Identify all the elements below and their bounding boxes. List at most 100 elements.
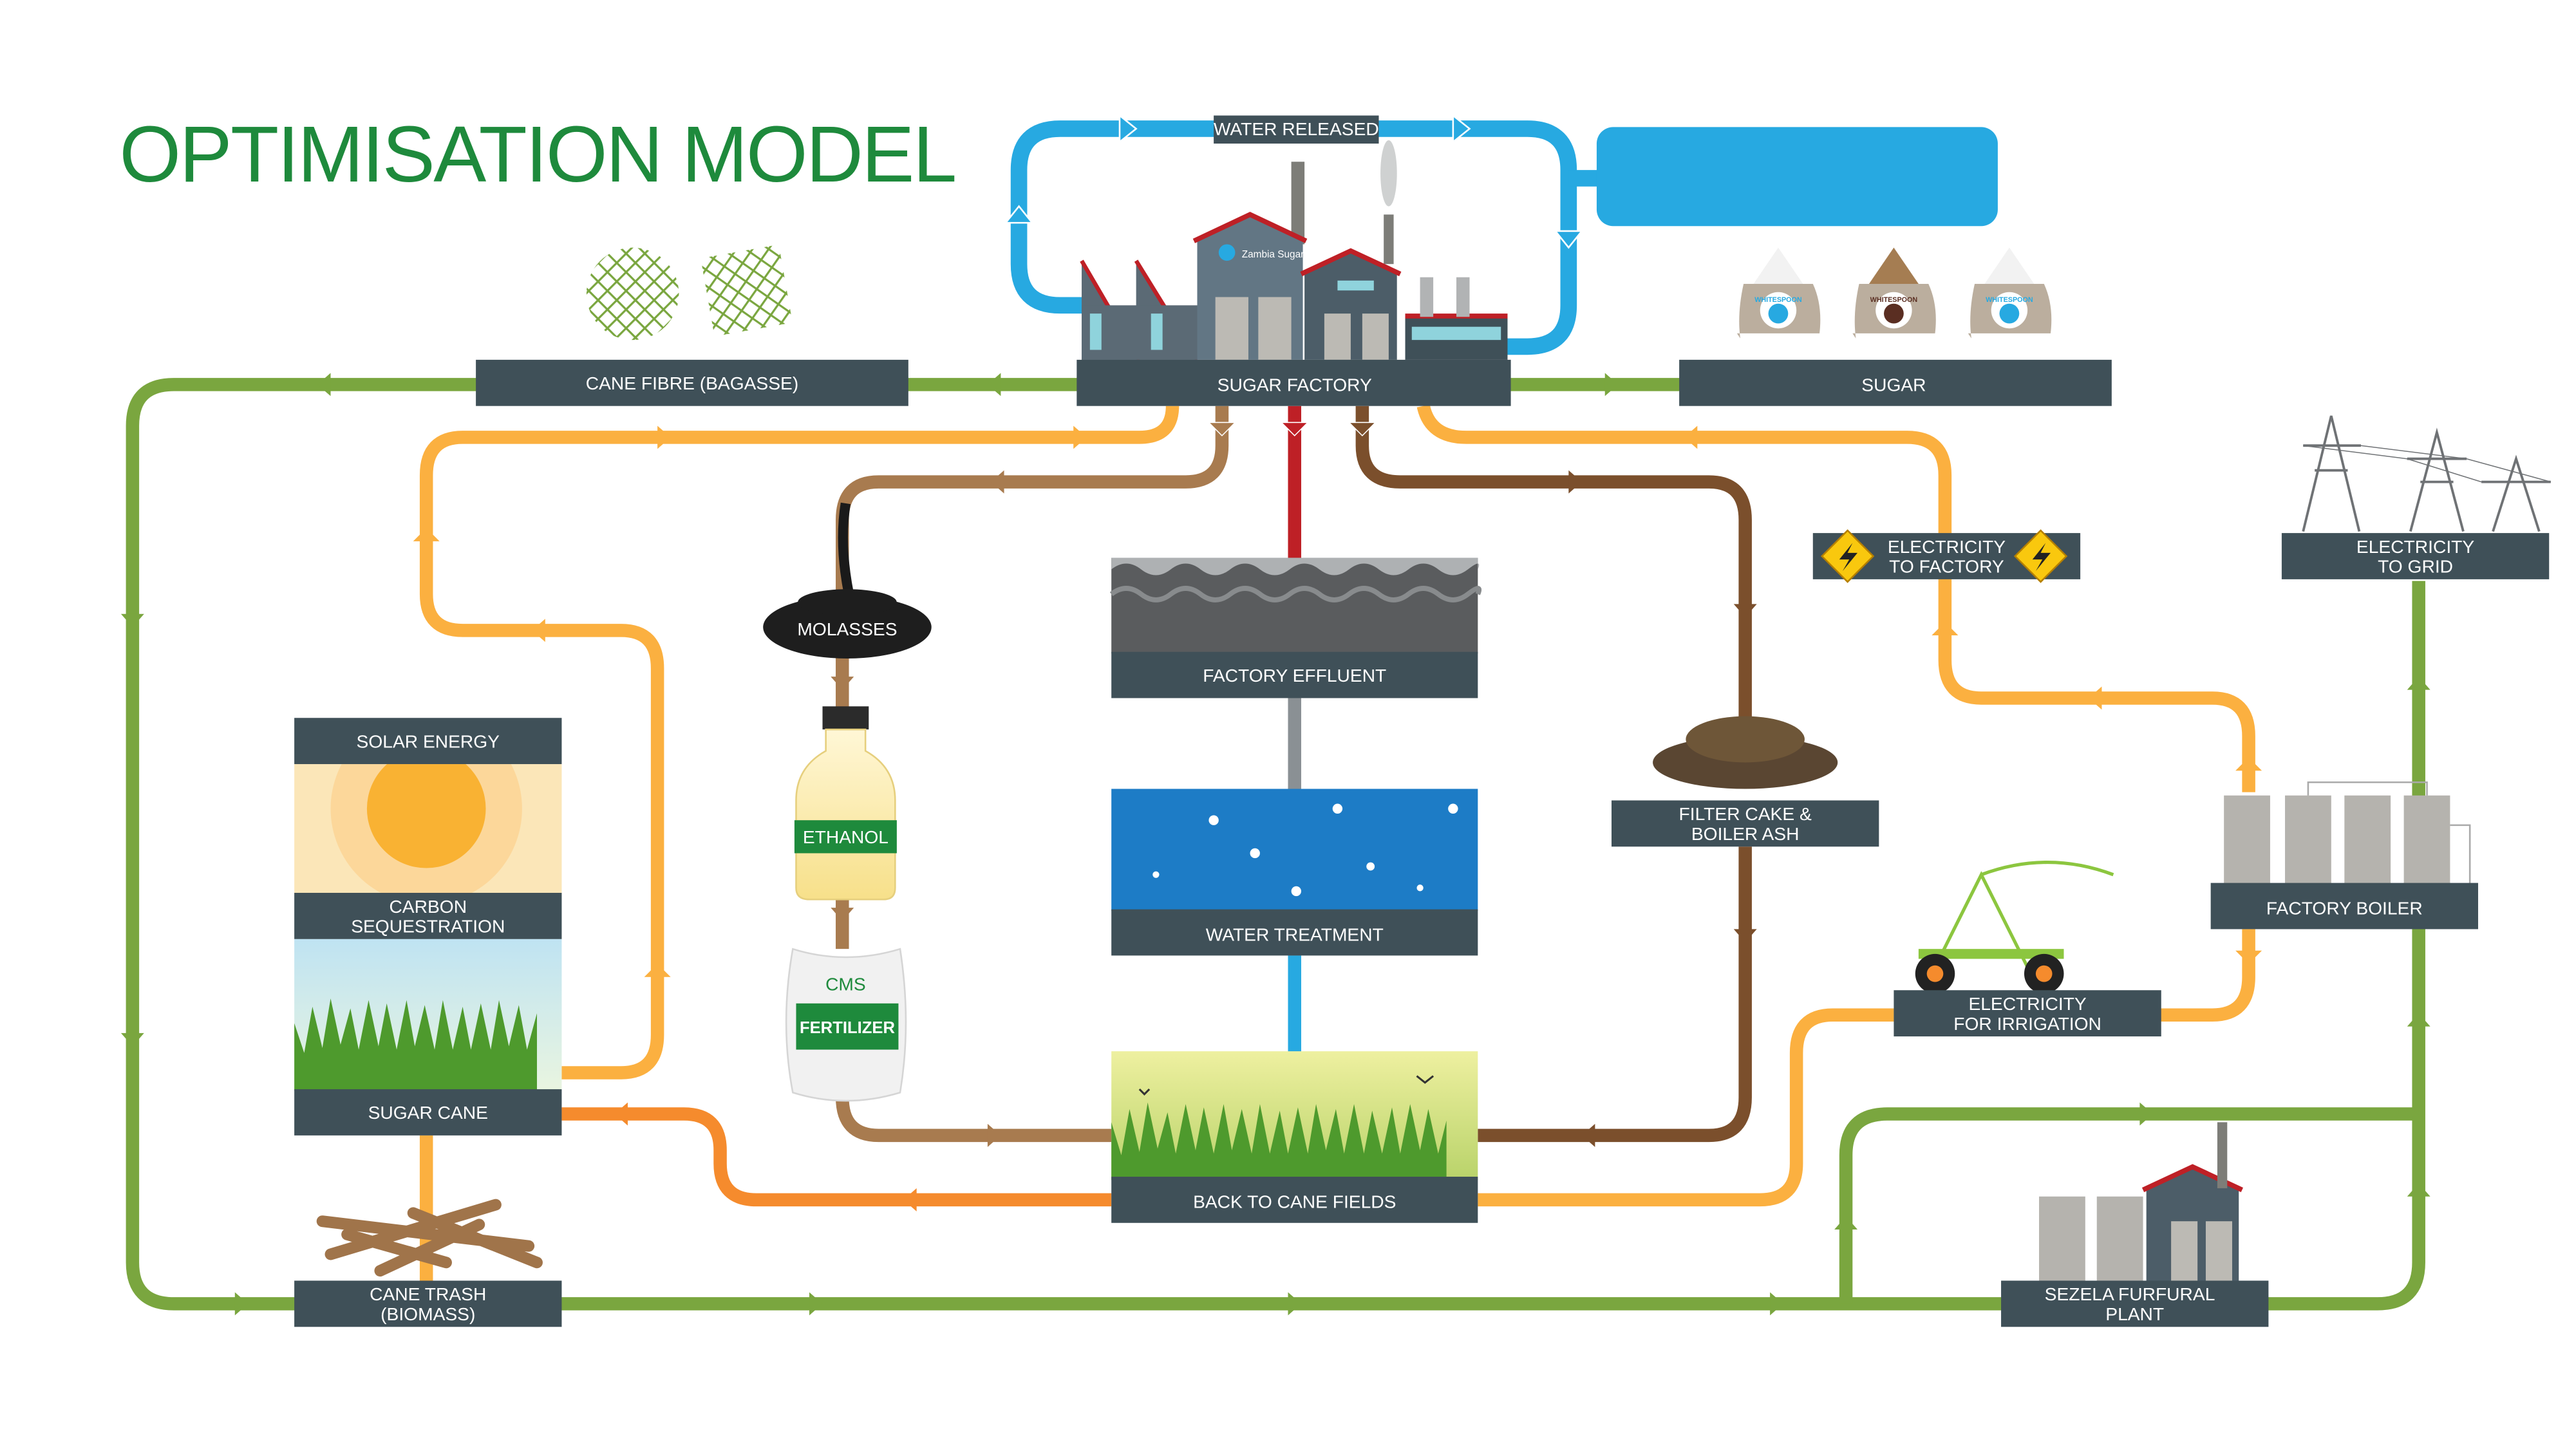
sezela-furfural-line2: PLANT xyxy=(2105,1304,2164,1324)
arrow-left-icon xyxy=(987,373,1001,397)
arrow-left-icon xyxy=(1684,425,1698,449)
water-output-box xyxy=(1596,127,1998,227)
water-treatment-image xyxy=(1111,789,1478,911)
arrow-down-icon xyxy=(831,677,854,690)
ethanol-label-group: ETHANOL xyxy=(794,820,897,854)
water-treatment-label: WATER TREATMENT xyxy=(1206,924,1384,944)
arrow-right-icon xyxy=(1073,425,1087,449)
arrow-down-icon xyxy=(1733,929,1757,942)
arrow-up-icon xyxy=(2407,1183,2430,1197)
arrow-right-icon xyxy=(1568,470,1582,494)
factory-effluent-image xyxy=(1109,557,1482,654)
molasses-puddle-icon xyxy=(763,502,932,659)
factory-brand: Zambia Sugar xyxy=(1242,249,1304,260)
arrow-up-icon xyxy=(2235,757,2262,771)
cane-trash-line1: CANE TRASH xyxy=(370,1284,486,1304)
cane-fibre-node[interactable]: CANE FIBRE (BAGASSE) xyxy=(476,359,908,406)
filter-cake-node[interactable]: FILTER CAKE & BOILER ASH xyxy=(1612,800,1879,847)
grass-icon xyxy=(1111,1102,1447,1181)
filter-cake-label-line2: BOILER ASH xyxy=(1691,823,1800,844)
arrow-down-icon xyxy=(1733,604,1757,617)
sugar-node[interactable]: SUGAR xyxy=(1679,359,2112,406)
ethanol-label: ETHANOL xyxy=(803,827,888,847)
bird-icon xyxy=(1138,1075,1434,1096)
arrow-left-icon xyxy=(614,1102,628,1126)
sezela-furfural-plant-node[interactable]: SEZELA FURFURAL PLANT xyxy=(2001,1280,2269,1327)
arrow-right-icon xyxy=(1288,1292,1302,1316)
filter-cake-pile-icon xyxy=(1653,716,1838,789)
factory-boiler-node[interactable]: FACTORY BOILER xyxy=(2210,883,2478,930)
molasses-label: MOLASSES xyxy=(797,619,897,639)
sugar-cane-node[interactable]: SUGAR CANE xyxy=(294,1089,562,1136)
arrow-up-icon xyxy=(1932,622,1959,636)
arrow-up-icon xyxy=(2407,1013,2430,1027)
sugar-cane-label: SUGAR CANE xyxy=(368,1102,488,1123)
arrow-down-icon xyxy=(1280,422,1310,436)
arrow-up-icon xyxy=(1834,1216,1858,1230)
arrow-down-icon xyxy=(1207,422,1237,436)
arrow-right-icon xyxy=(809,1292,823,1316)
arrow-down-icon xyxy=(2235,950,2262,964)
arrow-right-icon xyxy=(1604,373,1619,397)
factory-icon: Zambia Sugar xyxy=(1080,140,1508,361)
electricity-for-irrigation-line1: ELECTRICITY xyxy=(1968,993,2086,1014)
arrow-up-icon xyxy=(1004,205,1034,224)
cane-fields-image xyxy=(1111,1051,1478,1181)
sugar-factory-label: SUGAR FACTORY xyxy=(1217,375,1372,395)
cane-trash-line2: (BIOMASS) xyxy=(381,1304,475,1324)
arrow-right-icon xyxy=(657,425,671,449)
electricity-for-irrigation-line2: FOR IRRIGATION xyxy=(1953,1013,2101,1034)
orange-energy-flows xyxy=(413,404,2262,1281)
arrow-down-icon xyxy=(120,1033,144,1047)
arrow-down-icon xyxy=(831,908,854,921)
cane-trash-node[interactable]: CANE TRASH (BIOMASS) xyxy=(294,1280,562,1327)
fertilizer-brand: CMS xyxy=(825,973,866,994)
wave-icon xyxy=(1111,557,1480,575)
filter-cake-label-line1: FILTER CAKE & xyxy=(1679,803,1812,824)
lightning-warning-icon xyxy=(1820,529,1875,583)
sezela-furfural-line1: SEZELA FURFURAL xyxy=(2045,1284,2215,1304)
lightning-warning-icon xyxy=(2013,529,2068,583)
arrow-left-icon xyxy=(991,470,1004,494)
electricity-to-grid-node[interactable]: ELECTRICITY TO GRID xyxy=(2281,533,2550,579)
water-treatment-node[interactable]: WATER TREATMENT xyxy=(1111,909,1478,956)
cane-fibre-label: CANE FIBRE (BAGASSE) xyxy=(586,373,799,393)
arrow-left-icon xyxy=(1581,1123,1595,1147)
electricity-to-factory-node[interactable]: ELECTRICITY TO FACTORY xyxy=(1812,529,2081,583)
fertilizer-label: FERTILIZER xyxy=(800,1019,895,1037)
factory-boiler-label: FACTORY BOILER xyxy=(2266,897,2423,918)
arrow-right-icon xyxy=(234,1292,249,1316)
bagasse-mesh-icon xyxy=(586,244,793,341)
sugar-bag-icon: WHITESPOON WHITESPOON WHITESPOON xyxy=(1736,247,2052,339)
arrow-right-icon xyxy=(1770,1292,1783,1316)
irrigation-pivot-icon xyxy=(1915,861,2114,994)
back-to-cane-fields-node[interactable]: BACK TO CANE FIELDS xyxy=(1111,1176,1478,1223)
water-released-text: WATER RELEASED xyxy=(1214,118,1379,139)
page-title: OPTIMISATION MODEL xyxy=(119,111,955,199)
ethanol-bottle-icon xyxy=(795,706,896,901)
arrow-up-icon xyxy=(2407,677,2430,690)
carbon-sequestration-node[interactable]: CARBON SEQUESTRATION xyxy=(294,893,562,939)
sugar-factory-node[interactable]: SUGAR FACTORY xyxy=(1076,359,1511,406)
arrow-up-icon xyxy=(644,964,671,977)
electricity-to-factory-line1: ELECTRICITY xyxy=(1888,536,2006,557)
sugar-bag-brand: WHITESPOON xyxy=(1986,296,2033,304)
sugar-bag-brand: WHITESPOON xyxy=(1754,296,1802,304)
arrow-right-icon xyxy=(987,1123,1001,1147)
arrow-left-icon xyxy=(532,619,545,642)
electricity-to-grid-line1: ELECTRICITY xyxy=(2356,536,2474,557)
solar-energy-node[interactable]: SOLAR ENERGY xyxy=(294,718,562,765)
electricity-for-irrigation-node[interactable]: ELECTRICITY FOR IRRIGATION xyxy=(1894,990,2161,1037)
arrow-down-icon xyxy=(120,613,144,628)
electricity-to-grid-line2: TO GRID xyxy=(2378,556,2453,577)
arrow-up-icon xyxy=(413,528,440,541)
sugar-bag-brand: WHITESPOON xyxy=(1870,296,1918,304)
power-pylon-icon xyxy=(2302,415,2551,532)
factory-effluent-node[interactable]: FACTORY EFFLUENT xyxy=(1111,651,1478,698)
arrow-down-icon xyxy=(1554,230,1584,249)
factory-effluent-label: FACTORY EFFLUENT xyxy=(1203,665,1386,686)
boiler-tanks-icon xyxy=(2224,781,2471,885)
green-biomass-loop xyxy=(120,373,2430,1316)
arrow-right-icon xyxy=(1118,113,1138,144)
